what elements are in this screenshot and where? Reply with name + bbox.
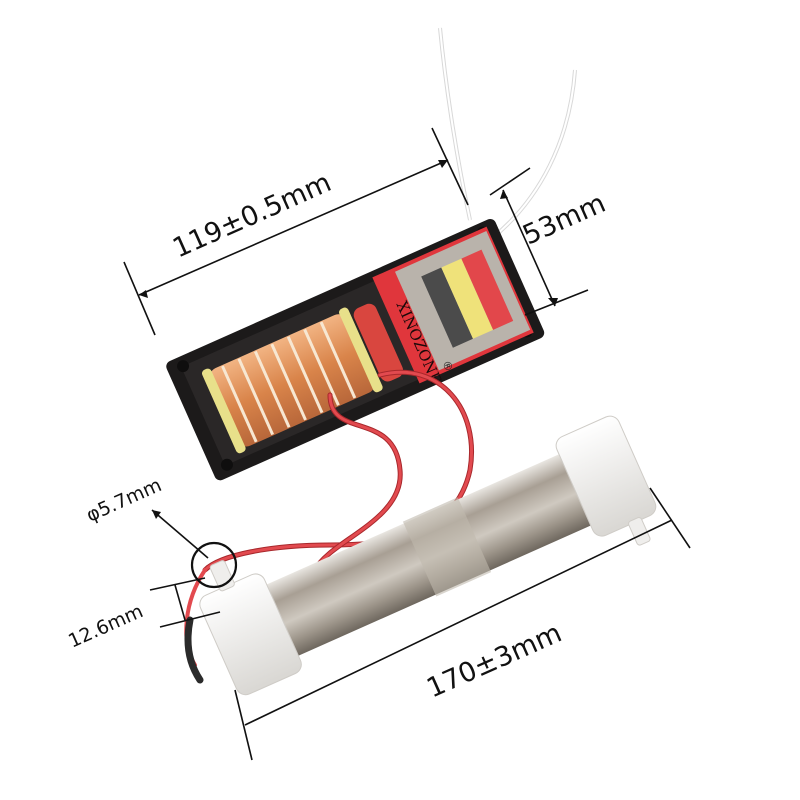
registered-mark: ®	[439, 358, 455, 373]
tube-length-label: 170±3mm	[422, 618, 566, 705]
arrowheads	[139, 160, 558, 519]
right-nozzle	[628, 517, 651, 546]
ozone-tube	[199, 415, 657, 696]
dimension-annotations	[123, 127, 691, 761]
nozzle-diameter-label: φ5.7mm	[83, 474, 165, 527]
copper-coil	[201, 303, 404, 454]
nozzle-callout-circle	[190, 541, 238, 589]
left-nozzle	[209, 560, 235, 592]
module-length-label: 119±0.5mm	[168, 167, 336, 264]
nozzle-height-label: 12.6mm	[65, 600, 146, 652]
input-wires	[438, 27, 577, 242]
right-end-cap	[555, 415, 657, 537]
power-module: XINOZONE ®	[166, 218, 545, 481]
